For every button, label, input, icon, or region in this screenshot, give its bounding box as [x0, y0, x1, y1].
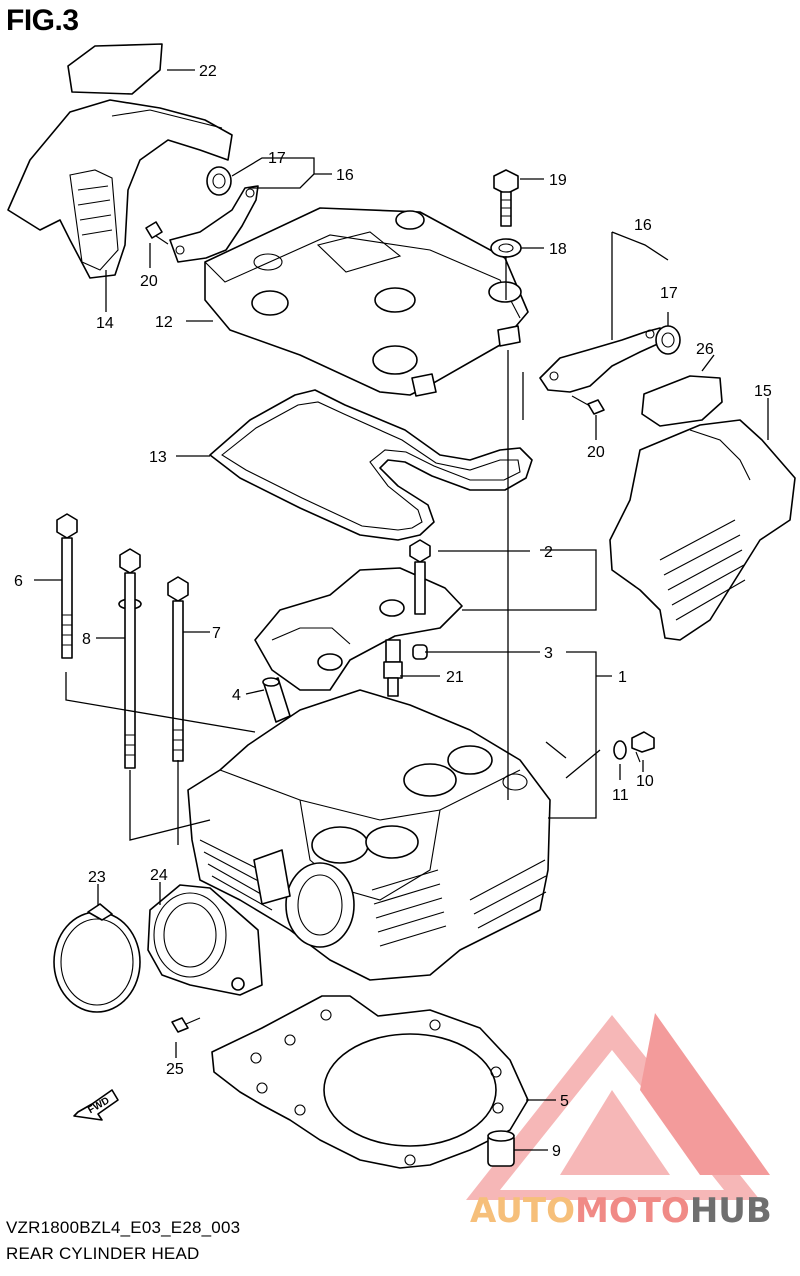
callout-4: 4: [232, 687, 241, 704]
callout-8: 8: [82, 631, 91, 648]
callout-19: 19: [549, 172, 567, 189]
callout-18: 18: [549, 241, 567, 258]
part-8-bolt: [118, 548, 142, 769]
callout-26: 26: [696, 341, 714, 358]
part-19-bolt: [493, 169, 519, 227]
part-24-clamp: [53, 903, 141, 1013]
part-23-screw: [171, 1017, 201, 1033]
callout-7: 7: [212, 625, 221, 642]
callout-24: 23: [88, 869, 106, 886]
watermark-triangle-icon: [466, 1013, 770, 1200]
part-2-bolt: [409, 539, 431, 615]
callout-16-right: 16: [634, 217, 652, 234]
watermark-moto: MOTO: [575, 1191, 690, 1231]
callout-11: 11: [612, 787, 629, 804]
callout-14: 14: [96, 315, 114, 332]
part-26-plate: [641, 375, 723, 427]
part-16-bracket-right: [539, 327, 663, 393]
part-1-cylinder-head: [187, 689, 551, 981]
model-code: VZR1800BZL4_E03_E28_003: [6, 1218, 241, 1237]
part-7-bolt: [167, 576, 189, 762]
callout-5: 5: [560, 1093, 569, 1110]
section-name: REAR CYLINDER HEAD: [6, 1244, 200, 1263]
callout-23: 25: [166, 1061, 184, 1078]
part-6-bolt: [56, 513, 78, 659]
callout-17-right: 17: [660, 285, 678, 302]
part-9-dowel: [487, 1130, 515, 1167]
callout-6: 6: [14, 573, 23, 590]
callout-3: 3: [544, 645, 553, 662]
watermark-text: AUTOMOTOHUB: [470, 1191, 772, 1231]
part-10-bolt: [631, 731, 655, 763]
callout-22: 24: [150, 867, 168, 884]
callout-2: 2: [544, 544, 553, 561]
part-2-holder: [254, 567, 463, 691]
callout-1: 1: [618, 669, 627, 686]
part-20-bolt-right: [571, 395, 605, 415]
callout-16-left: 16: [336, 167, 354, 184]
svg-text:AUTOMOTOHUB: AUTOMOTOHUB: [470, 1191, 772, 1231]
part-20-bolt-left: [145, 221, 169, 245]
part-13-gasket: [209, 389, 533, 541]
part-25-plate: [67, 43, 163, 95]
callout-13: 13: [149, 449, 167, 466]
leader-lines: [34, 69, 769, 1151]
part-3-dowel: [412, 644, 428, 660]
callout-9: 9: [552, 1143, 561, 1160]
part-12-head-cover: [204, 207, 529, 397]
part-18-washer: [490, 238, 522, 258]
part-21-spark-plug: [383, 639, 403, 697]
callout-10: 10: [636, 773, 654, 790]
part-4-pipe: [262, 677, 291, 723]
part-17-grommet-left: [206, 166, 232, 196]
part-5-head-gasket: [211, 995, 529, 1169]
part-11-washer: [613, 740, 627, 760]
callout-12: 12: [155, 314, 173, 331]
callout-17-left: 17: [268, 150, 286, 167]
part-22-intake-pipe: [147, 884, 263, 996]
part-14-cover: [7, 99, 233, 279]
figure-title: FIG.3: [6, 4, 79, 37]
callout-15: 15: [754, 383, 772, 400]
callout-25: 22: [199, 63, 217, 80]
part-16-bracket-left: [169, 185, 259, 263]
callouts: 22 14 20 17 16 19 18 12 13 16 17 26 15 2…: [14, 63, 772, 1160]
watermark-auto: AUTO: [470, 1191, 575, 1231]
callout-20-left: 20: [140, 273, 158, 290]
callout-21: 21: [446, 669, 464, 686]
fwd-arrow-icon: FWD: [73, 1089, 119, 1121]
watermark-hub: HUB: [690, 1191, 772, 1231]
part-17-grommet-right: [655, 325, 681, 355]
callout-20-right: 20: [587, 444, 605, 461]
part-15-cover: [609, 419, 796, 641]
